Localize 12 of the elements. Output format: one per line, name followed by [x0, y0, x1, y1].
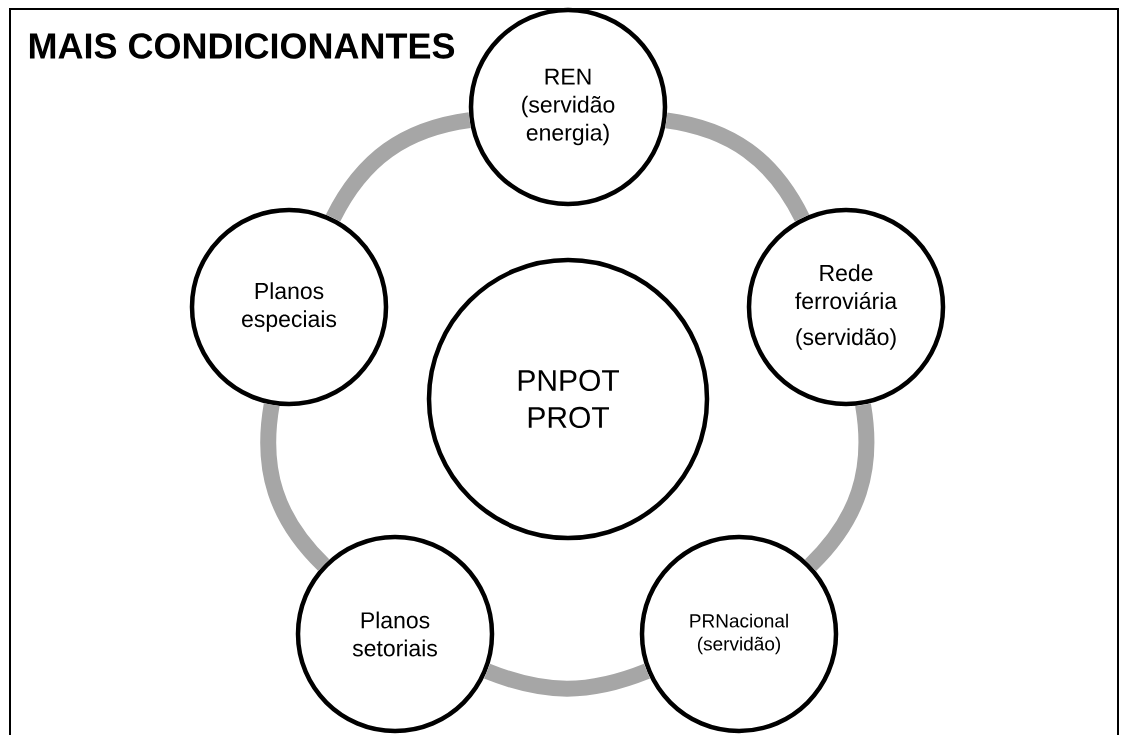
circle-node: PNPOT PROT [426, 257, 710, 541]
circle-node: PRNacional (servidão) [639, 534, 839, 734]
ring-segment [260, 403, 330, 571]
ring-segment [665, 112, 810, 222]
circle-node: Planos especiais [189, 207, 389, 407]
ring-segment [804, 403, 875, 571]
circle-node: Planos setoriais [295, 534, 495, 734]
ring-segment [484, 663, 650, 697]
title: MAIS CONDICIONANTES [29, 33, 455, 59]
circle-node: REN (servidão energia) [468, 7, 668, 207]
circle-node: Rede ferroviária (servidão) [746, 207, 946, 407]
ring-segment [326, 112, 471, 222]
